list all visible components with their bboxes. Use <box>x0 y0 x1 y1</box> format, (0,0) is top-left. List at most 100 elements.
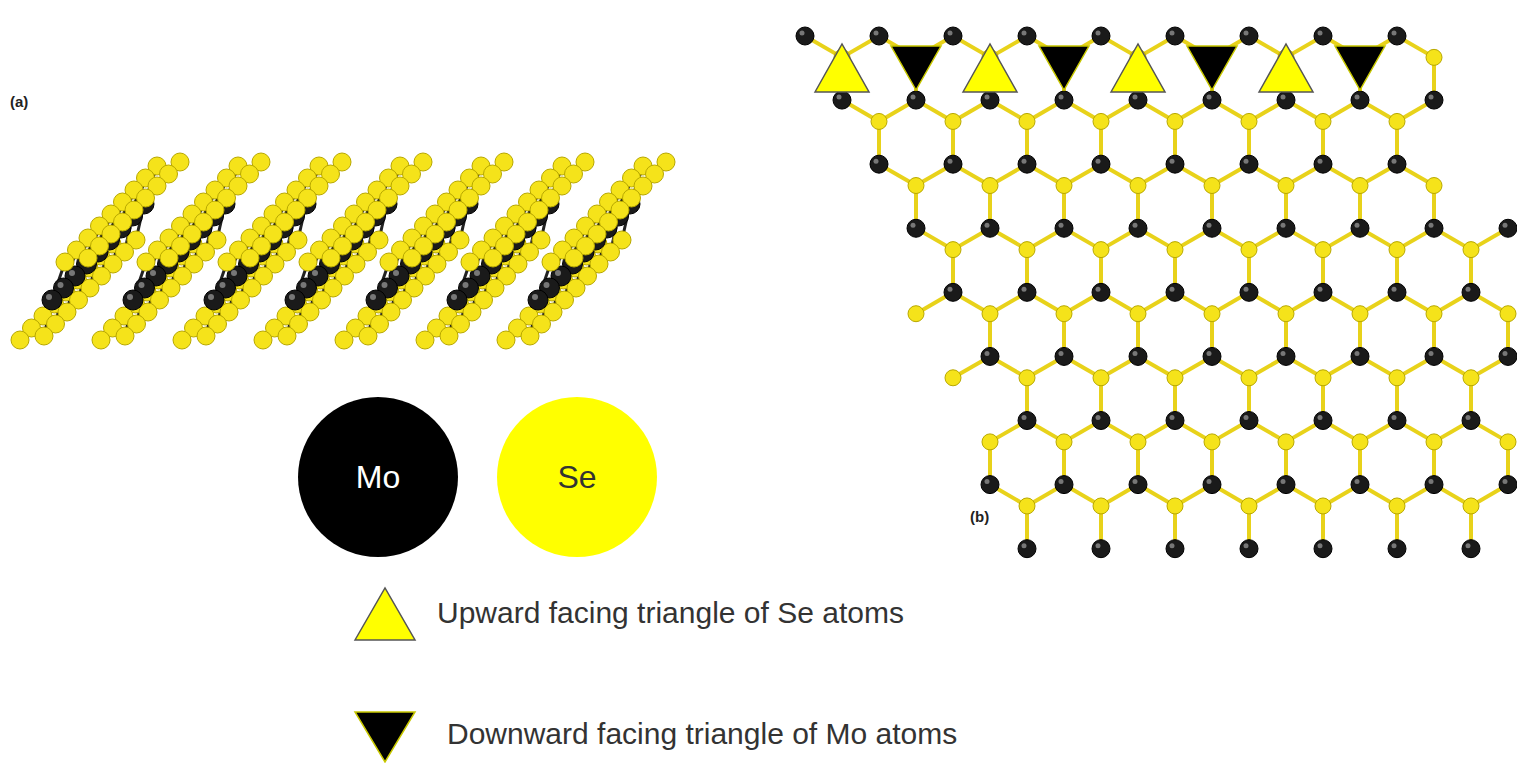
highlight <box>1059 223 1064 228</box>
mo-atom <box>1018 412 1036 430</box>
mo-atom <box>1462 283 1480 301</box>
se-atom <box>1426 434 1442 450</box>
se-atom <box>1352 306 1368 322</box>
highlight <box>1281 479 1286 484</box>
se-atom <box>1500 306 1516 322</box>
se-atom <box>982 434 998 450</box>
se-atom <box>322 249 340 267</box>
highlight <box>837 95 842 100</box>
highlight <box>1096 543 1101 548</box>
mo-atom <box>1425 347 1443 365</box>
highlight <box>1392 543 1397 548</box>
se-atom <box>1130 178 1146 194</box>
highlight <box>69 270 75 276</box>
mo-atom <box>1240 155 1258 173</box>
highlight <box>1207 351 1212 356</box>
se-atom <box>380 253 398 271</box>
highlight <box>1170 287 1175 292</box>
highlight <box>231 270 237 276</box>
se-atom <box>908 178 924 194</box>
se-atom <box>197 327 215 345</box>
highlight <box>1429 479 1434 484</box>
highlight <box>1466 415 1471 420</box>
se-atom <box>1167 498 1183 514</box>
legend-text: Upward facing triangle of Se atoms <box>437 596 904 630</box>
highlight <box>1022 287 1027 292</box>
mo-atom <box>1055 347 1073 365</box>
highlight <box>1059 351 1064 356</box>
highlight <box>948 287 953 292</box>
highlight <box>1355 351 1360 356</box>
mo-atom <box>1240 27 1258 45</box>
highlight <box>451 294 457 300</box>
highlight <box>1392 415 1397 420</box>
mo-atom <box>1203 347 1221 365</box>
element-name: Mo <box>356 459 400 496</box>
highlight <box>139 282 145 288</box>
se-atom <box>1167 370 1183 386</box>
mo-atom <box>528 290 548 310</box>
bonds <box>805 36 1508 549</box>
se-atom <box>1056 434 1072 450</box>
highlight <box>1022 31 1027 36</box>
se-atom <box>982 306 998 322</box>
mo-atom <box>1129 476 1147 494</box>
se-atom <box>1167 242 1183 258</box>
mo-atom <box>366 290 386 310</box>
se-atom <box>521 327 539 345</box>
se-atom <box>1093 242 1109 258</box>
highlight <box>1318 159 1323 164</box>
down-triangle <box>891 46 941 90</box>
mo-atom <box>1240 412 1258 430</box>
highlight <box>1096 31 1101 36</box>
se-atom <box>1315 498 1331 514</box>
se-atom <box>1463 498 1479 514</box>
top-view-lattice <box>796 27 1517 558</box>
highlight <box>800 31 805 36</box>
se-atom <box>218 253 236 271</box>
highlight <box>948 159 953 164</box>
mo-atom <box>1166 155 1184 173</box>
highlight <box>1059 95 1064 100</box>
se-atom <box>116 327 134 345</box>
se-atom <box>1315 113 1331 129</box>
mo-atom <box>1092 27 1110 45</box>
highlight <box>1355 95 1360 100</box>
se-atom <box>1019 498 1035 514</box>
se-atom <box>1389 113 1405 129</box>
highlight <box>220 282 226 288</box>
mo-atom <box>1388 283 1406 301</box>
se-atom <box>1093 370 1109 386</box>
highlight <box>382 282 388 288</box>
mo-atom <box>1018 155 1036 173</box>
mo-atom <box>796 27 814 45</box>
mo-atom <box>1314 540 1332 558</box>
mo-atom <box>870 27 888 45</box>
se-atom <box>1130 434 1146 450</box>
se-atom <box>1500 434 1516 450</box>
se-atom <box>1167 113 1183 129</box>
up-triangle <box>963 44 1017 92</box>
highlight <box>948 31 953 36</box>
mo-atom <box>1018 27 1036 45</box>
highlight <box>208 294 214 300</box>
highlight <box>1281 95 1286 100</box>
highlight <box>1244 415 1249 420</box>
panel-label: (a) <box>8 92 30 111</box>
bonds <box>506 162 666 340</box>
highlight <box>1392 159 1397 164</box>
mo-atom <box>1166 27 1184 45</box>
mo-atom <box>1425 91 1443 109</box>
highlight <box>911 95 916 100</box>
mo-atom <box>1388 540 1406 558</box>
highlight <box>985 479 990 484</box>
se-atom <box>1056 178 1072 194</box>
se-atom <box>299 253 317 271</box>
se-atom <box>982 178 998 194</box>
se-atom <box>461 253 479 271</box>
up-triangle <box>1259 44 1313 92</box>
mo-atom <box>981 476 999 494</box>
se-atom <box>1315 370 1331 386</box>
highlight <box>1429 95 1434 100</box>
mo-atom <box>1129 91 1147 109</box>
